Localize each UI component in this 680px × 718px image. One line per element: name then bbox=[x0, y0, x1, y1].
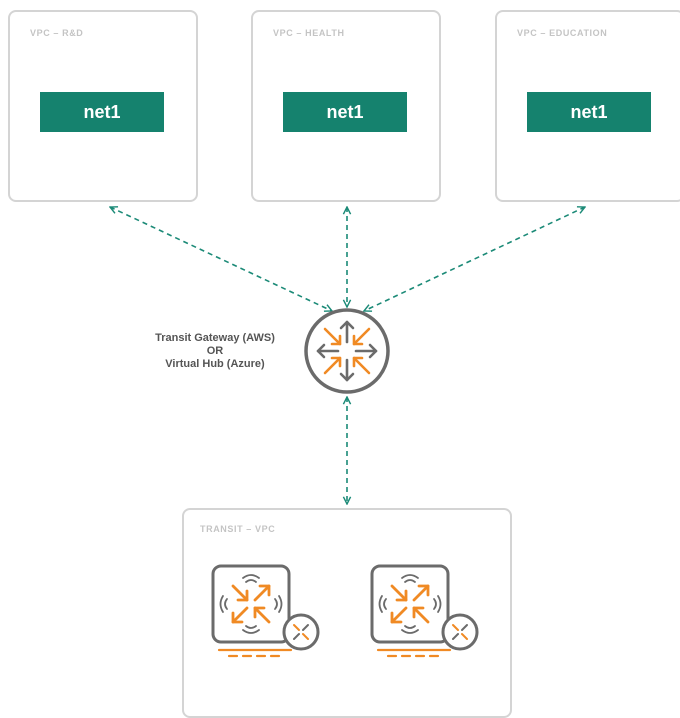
hub-label: Transit Gateway (AWS) OR Virtual Hub (Az… bbox=[130, 332, 300, 371]
vpc-transit: TRANSIT – VPC bbox=[182, 508, 512, 718]
vpc-health: VPC – HEALTH net1 bbox=[251, 10, 441, 202]
hub-label-line1: Transit Gateway (AWS) bbox=[155, 332, 275, 344]
subnet-chip[interactable]: net1 bbox=[40, 92, 164, 132]
vpc-label: VPC – EDUCATION bbox=[517, 28, 608, 38]
hub-label-line2: OR bbox=[206, 345, 224, 357]
vpc-education: VPC – EDUCATION net1 bbox=[495, 10, 680, 202]
vpc-label: VPC – HEALTH bbox=[273, 28, 345, 38]
vpc-label: TRANSIT – VPC bbox=[200, 524, 276, 534]
vpc-label: VPC – R&D bbox=[30, 28, 84, 38]
subnet-chip[interactable]: net1 bbox=[527, 92, 651, 132]
link-education bbox=[364, 207, 585, 311]
hub-label-line3: Virtual Hub (Azure) bbox=[165, 358, 265, 370]
vpc-rd: VPC – R&D net1 bbox=[8, 10, 198, 202]
subnet-chip[interactable]: net1 bbox=[283, 92, 407, 132]
link-rd bbox=[110, 207, 332, 311]
